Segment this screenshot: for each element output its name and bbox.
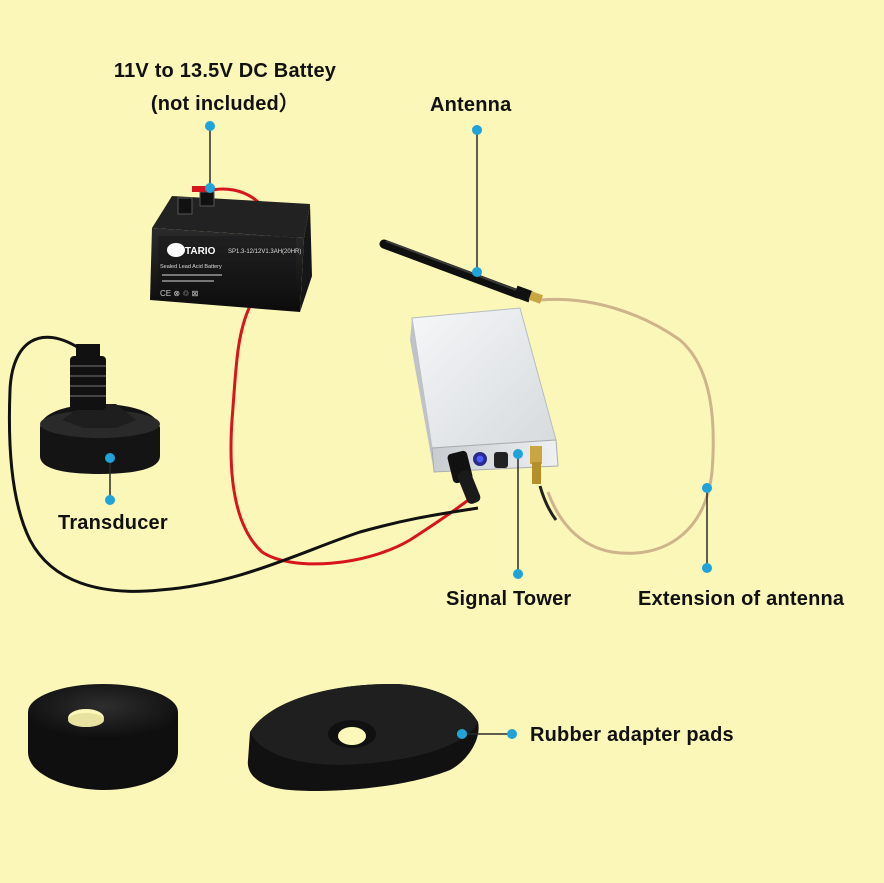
battery: TARIO SP1.3-12/12V1.3AH(20HR) Sealed Lea…: [150, 186, 312, 312]
callout-dot: [205, 183, 215, 193]
signal-tower-label: Signal Tower: [446, 588, 572, 610]
rubber-pads-label: Rubber adapter pads: [530, 724, 734, 746]
callout-dot: [702, 563, 712, 573]
svg-text:Sealed Lead Acid Battery: Sealed Lead Acid Battery: [160, 264, 222, 270]
rubber-pad-round: [28, 684, 178, 790]
callout-dot: [472, 267, 482, 277]
callouts: [109, 126, 708, 735]
antenna-label: Antenna: [430, 94, 512, 116]
antenna: [379, 239, 544, 304]
callout-dot: [105, 453, 115, 463]
callout-dot: [513, 449, 523, 459]
callout-dot: [457, 729, 467, 739]
signal-tower-box: [410, 307, 559, 504]
antenna-extension-cable: [539, 297, 715, 555]
callout-dot: [472, 125, 482, 135]
callout-dot: [702, 483, 712, 493]
battery-label-line2: (not included）: [150, 93, 300, 115]
callout-dot: [205, 121, 215, 131]
callout-dot: [105, 495, 115, 505]
rubber-pad-oval: [247, 684, 479, 792]
extension-label: Extension of antenna: [638, 588, 845, 610]
battery-label-line1: 11V to 13.5V DC Battey: [113, 60, 337, 82]
callout-dot: [507, 729, 517, 739]
callout-dot: [513, 569, 523, 579]
svg-text:CE ⊗ ♲ ⊠: CE ⊗ ♲ ⊠: [160, 289, 198, 298]
callout-dots: [105, 121, 712, 739]
svg-text:TARIO: TARIO: [185, 246, 216, 257]
black-transducer-cable: [7, 335, 479, 593]
battery-label: 11V to 13.5V DC Battey (not included）: [96, 60, 354, 116]
svg-text:SP1.3-12/12V1.3AH(20HR): SP1.3-12/12V1.3AH(20HR): [228, 249, 301, 255]
transducer-label: Transducer: [58, 512, 168, 534]
antenna-extension-cable-black: [538, 485, 558, 521]
transducer: [40, 344, 160, 474]
